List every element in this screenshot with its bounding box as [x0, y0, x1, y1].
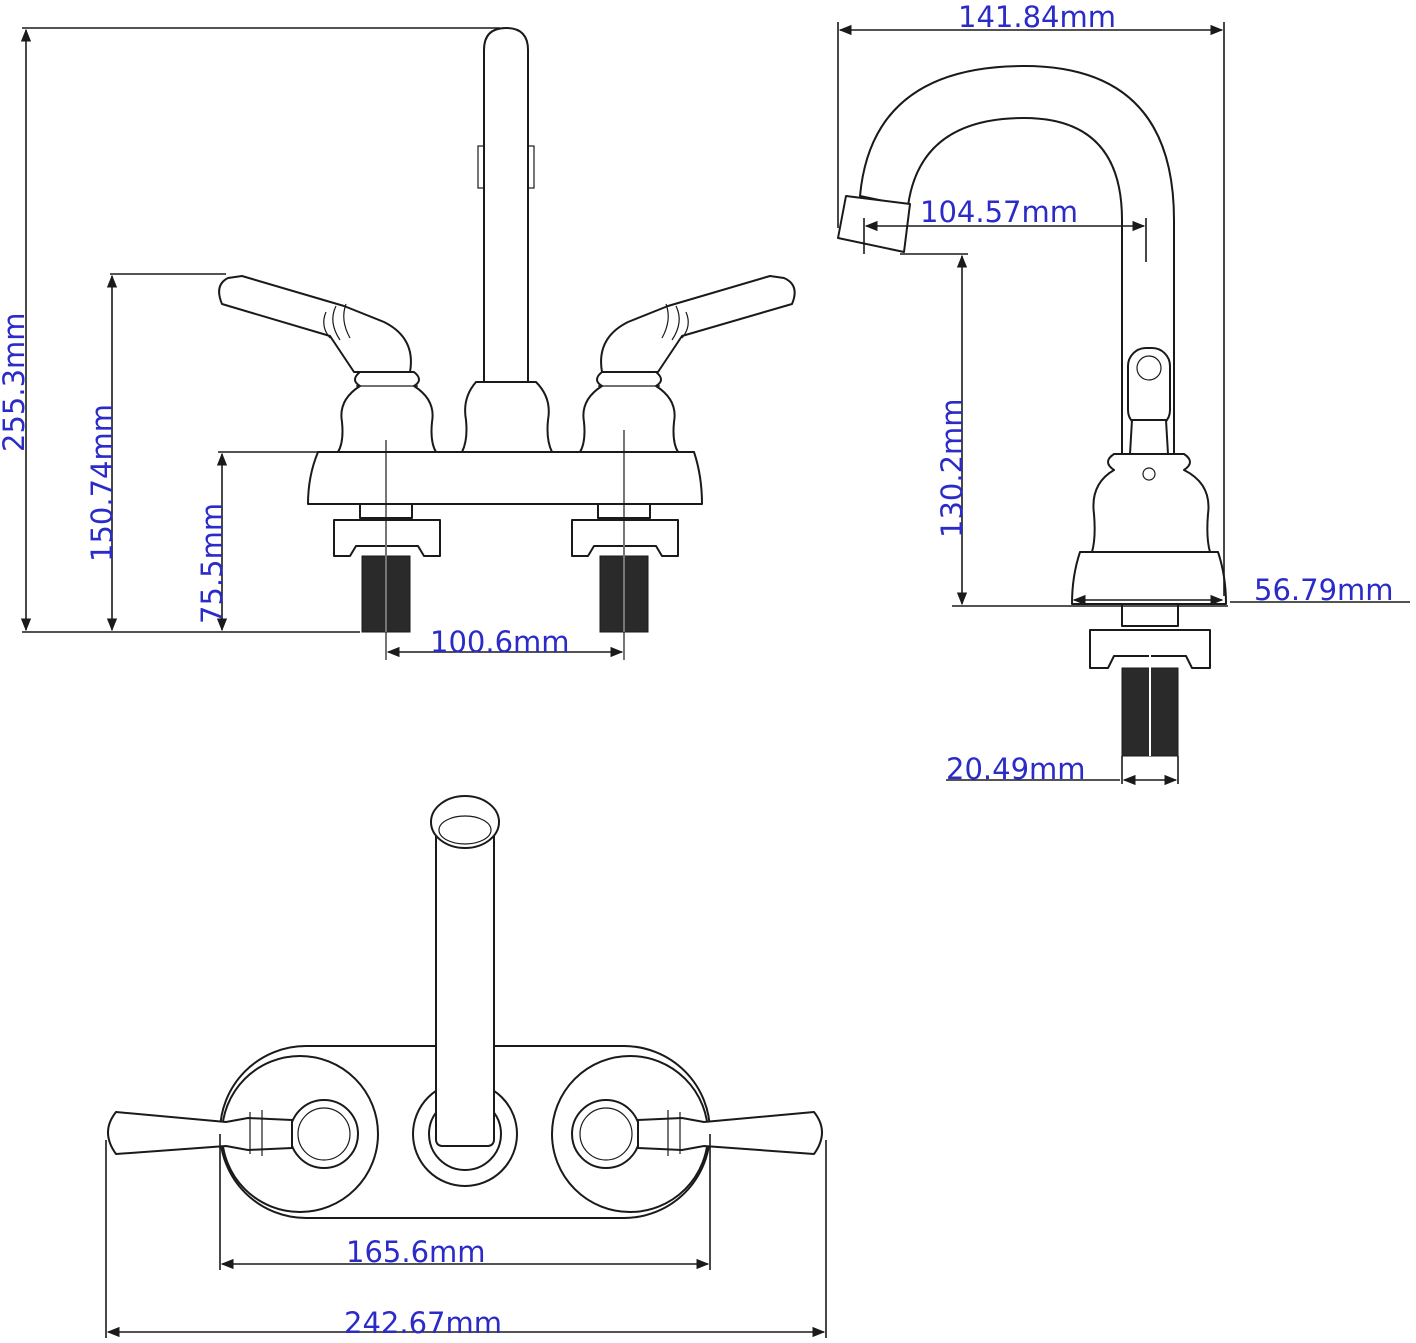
front-left-handle [218, 275, 412, 373]
label-handle-height: 150.74mm [85, 404, 119, 562]
label-base-height: 75.5mm [195, 503, 229, 624]
label-spout-height: 130.2mm [935, 398, 969, 538]
label-base-width: 56.79mm [1254, 573, 1394, 607]
top-view [105, 795, 827, 1338]
label-spout-reach: 104.57mm [920, 195, 1078, 229]
side-dimensions [837, 22, 1410, 786]
front-view [20, 27, 796, 660]
front-spout [461, 27, 553, 453]
side-spout [837, 65, 1175, 471]
front-dimensions [20, 27, 624, 658]
front-right-shank [571, 503, 679, 633]
label-shank-diameter: 20.49mm [946, 752, 1086, 786]
front-left-shank [333, 503, 441, 633]
top-spout [412, 795, 518, 1187]
label-overall-width: 242.67mm [344, 1306, 502, 1340]
top-dimensions [105, 1134, 827, 1338]
side-valve-body [1071, 453, 1227, 605]
side-view [837, 22, 1410, 786]
front-left-valve [337, 371, 437, 453]
label-shank-spacing: 100.6mm [430, 625, 570, 659]
front-right-valve [579, 371, 679, 453]
front-deck-plate [307, 451, 703, 505]
top-left-handle [107, 1110, 293, 1156]
label-plate-width: 165.6mm [346, 1235, 486, 1269]
front-right-handle [600, 275, 796, 373]
top-right-handle [637, 1110, 823, 1156]
label-overall-height: 255.3mm [0, 312, 31, 452]
label-spout-width: 141.84mm [958, 0, 1116, 34]
side-handle [1127, 347, 1171, 455]
side-shank [1089, 603, 1211, 757]
